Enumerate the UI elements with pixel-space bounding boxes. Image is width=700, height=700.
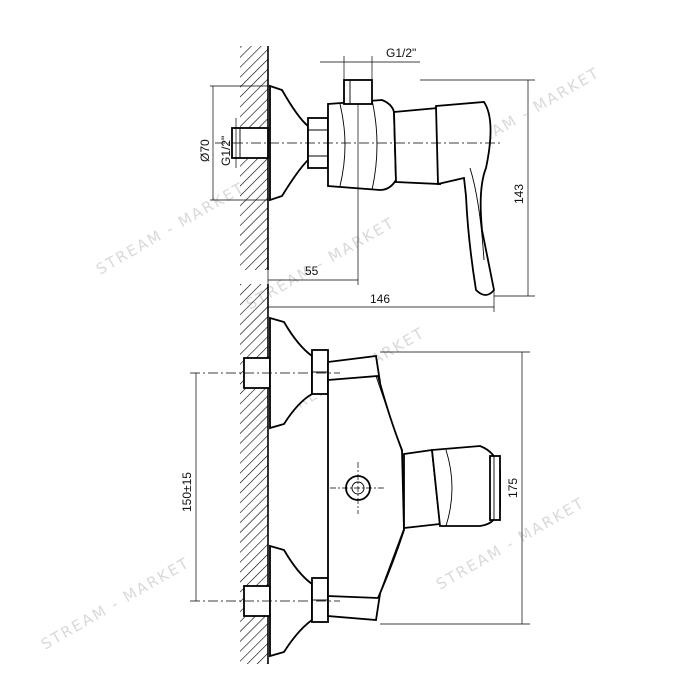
body-contour-1 [339, 103, 346, 187]
mixer-body-top [327, 99, 397, 191]
inlet-thread-label: G1/2" [219, 136, 233, 166]
body-front-edge-1 [375, 375, 403, 453]
flange-diameter-label: Ø70 [198, 139, 212, 162]
handle-front-contour [445, 449, 453, 527]
inlet-spacing-label: 150±15 [180, 472, 194, 512]
watermark-2: STREAM - MARKET [93, 178, 248, 278]
body-front-edge-2 [377, 527, 405, 599]
watermark-5: STREAM - MARKET [38, 553, 193, 653]
outlet-offset-label: 55 [305, 264, 319, 278]
height-top-label: 143 [512, 184, 526, 204]
inlet-pipe-top [231, 127, 269, 159]
outlet-stub-top [343, 79, 373, 105]
outlet-thread-label: G1/2" [386, 46, 416, 60]
cartridge-housing [393, 107, 441, 185]
handle-top [435, 101, 495, 296]
total-depth-label: 146 [370, 292, 390, 306]
handle-inner-curve [469, 167, 485, 261]
front-view: 150±15 175 [180, 284, 530, 664]
body-contour-2 [371, 99, 378, 191]
height-front-label: 175 [506, 478, 520, 498]
handle-end-cap [489, 455, 501, 521]
top-view: G1/2" Ø70 G1/2" 55 146 143 [198, 46, 535, 312]
